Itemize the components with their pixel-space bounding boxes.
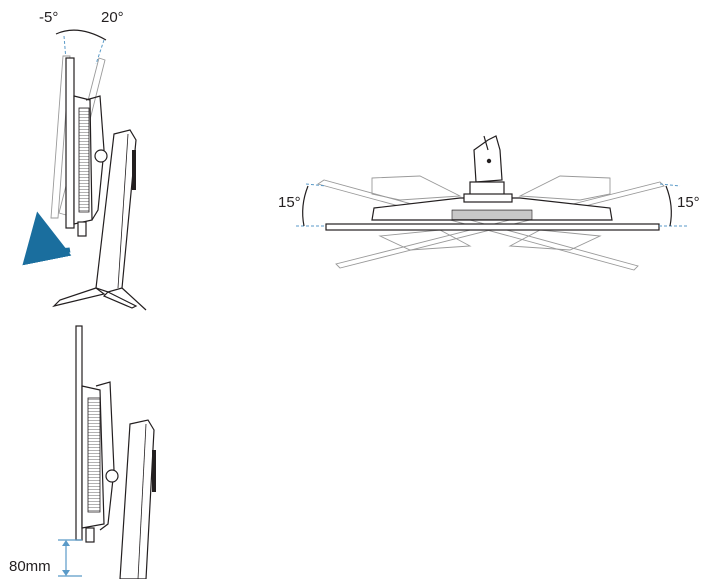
height-stand-column xyxy=(119,419,155,579)
tilt-forward-label: -5° xyxy=(39,9,58,26)
swivel-housing xyxy=(371,197,613,221)
curved-arrow-icon xyxy=(22,211,72,266)
swivel-illustration xyxy=(296,135,688,271)
tilt-backward-label: 20° xyxy=(101,9,124,26)
height-range-label: 80mm xyxy=(9,558,51,575)
swivel-stand-head xyxy=(473,135,503,183)
tilt-angle-arc xyxy=(55,29,107,41)
swivel-angle-arc-left xyxy=(302,185,309,227)
swivel-left-label: 15° xyxy=(278,194,301,211)
tilt-illustration xyxy=(22,29,147,311)
swivel-panel xyxy=(325,223,660,231)
swivel-right-label: 15° xyxy=(677,194,700,211)
height-illustration xyxy=(58,325,156,579)
height-panel xyxy=(75,325,83,541)
swivel-angle-arc-right xyxy=(665,185,672,227)
tilt-panel xyxy=(65,57,75,229)
